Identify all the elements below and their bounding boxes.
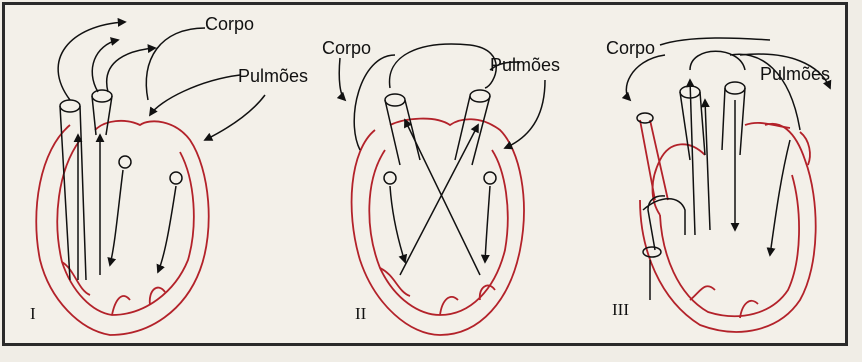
panel-3-body-label: Corpo: [606, 38, 655, 59]
heart-3-outline: [640, 120, 816, 332]
panel-2-lungs-label: Pulmões: [490, 55, 560, 76]
panel-3-numeral: III: [612, 300, 629, 320]
panel-1-body-label: Corpo: [205, 14, 254, 35]
panel-2-body-label: Corpo: [322, 38, 371, 59]
panel-2-numeral: II: [355, 304, 366, 324]
heart-2-outline: [352, 119, 524, 335]
panel-1-numeral: I: [30, 304, 36, 324]
heart-2-vessels: [384, 90, 496, 184]
heart-1-flow-arrows: [58, 22, 265, 280]
heart-2-flow-arrows: [339, 44, 545, 275]
panel-3-lungs-label: Pulmões: [760, 64, 830, 85]
heart-panel-1: [36, 22, 265, 335]
heart-panel-2: [339, 44, 545, 335]
panel-1-lungs-label: Pulmões: [238, 66, 308, 87]
